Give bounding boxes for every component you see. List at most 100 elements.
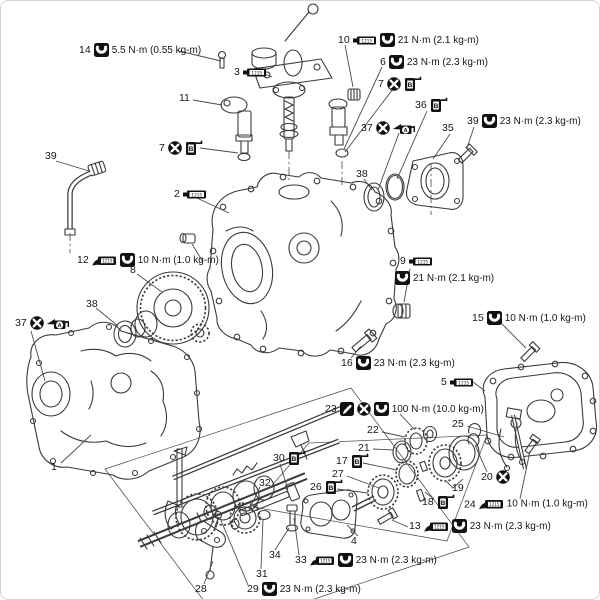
torque-spec: 23 N·m (2.3 kg-m) bbox=[469, 520, 551, 532]
callout-20: 20 bbox=[481, 470, 510, 484]
callout-23: 23 100 N·m (10.0 kg-m) bbox=[325, 402, 484, 416]
gear-oil-icon: A bbox=[46, 317, 69, 330]
do-not-reuse-icon bbox=[168, 141, 182, 155]
svg-text:1215: 1215 bbox=[320, 558, 331, 563]
svg-text:1215: 1215 bbox=[434, 524, 445, 529]
svg-text:B: B bbox=[291, 456, 296, 463]
callout-39: 39 bbox=[45, 150, 57, 162]
case-bolt-holes bbox=[210, 174, 396, 356]
do-not-reuse-icon bbox=[356, 402, 371, 416]
callout-32: 32 bbox=[259, 477, 271, 489]
part-number: 13 bbox=[409, 520, 421, 532]
callout-17: 17 B bbox=[336, 453, 369, 469]
torque-wrench-icon bbox=[373, 402, 389, 416]
do-not-reuse-icon bbox=[387, 77, 401, 91]
sealant-applicator-icon: 1215 bbox=[423, 520, 449, 533]
svg-text:1215: 1215 bbox=[458, 380, 469, 386]
bolt-14 bbox=[219, 52, 226, 69]
callout-35: 35 bbox=[442, 122, 454, 134]
sealant-tube-icon: 1215 bbox=[352, 35, 377, 46]
torque-wrench-icon bbox=[388, 55, 404, 69]
sealant-tube-icon: 1215 bbox=[242, 67, 267, 78]
shift-selector-assembly bbox=[252, 4, 332, 151]
bolt-15 bbox=[519, 342, 540, 363]
torque-wrench-icon bbox=[395, 271, 410, 285]
part-number: 38 bbox=[86, 298, 98, 310]
callout-39: 39 23 N·m (2.3 kg-m) bbox=[467, 114, 581, 128]
sealant-tube-icon: 1215 bbox=[182, 189, 207, 200]
differential-assembly bbox=[131, 272, 209, 344]
part-number: 23 bbox=[325, 403, 337, 415]
callout-8: 8 bbox=[130, 264, 136, 276]
torque-spec: 21 N·m (2.1 kg-m) bbox=[397, 34, 479, 46]
torque-wrench-icon bbox=[93, 43, 109, 57]
plug-9 bbox=[393, 304, 410, 318]
svg-text:A: A bbox=[57, 323, 61, 329]
callout-38: 38 bbox=[356, 168, 368, 180]
bolt-13 bbox=[376, 508, 397, 526]
part-number: 9 bbox=[400, 255, 406, 267]
torque-wrench-icon bbox=[355, 356, 371, 370]
part-number: 21 bbox=[358, 442, 370, 454]
svg-text:B: B bbox=[440, 500, 445, 507]
part-number: 24 bbox=[464, 498, 476, 510]
gear-oil-icon: A bbox=[392, 122, 415, 135]
svg-text:B: B bbox=[354, 459, 359, 466]
part-number: 20 bbox=[481, 471, 493, 483]
callout-19: 19 bbox=[452, 482, 464, 494]
part-number: 19 bbox=[452, 482, 464, 494]
o-ring-31 bbox=[258, 511, 270, 520]
part-number: 25 bbox=[452, 418, 464, 430]
sealant-applicator-icon: 1215 bbox=[309, 554, 335, 567]
part-number: 39 bbox=[467, 115, 479, 127]
torque-wrench-icon bbox=[261, 582, 277, 596]
part-number: 4 bbox=[351, 535, 357, 547]
svg-text:B: B bbox=[433, 103, 438, 110]
callout-31: 31 bbox=[256, 568, 268, 580]
part-number: 37 bbox=[361, 122, 373, 134]
bolt-30 bbox=[237, 482, 300, 521]
switch-assembly bbox=[329, 99, 348, 157]
svg-text:B: B bbox=[188, 146, 193, 153]
side-cover-35 bbox=[406, 153, 463, 210]
part-number: 7 bbox=[159, 142, 165, 154]
torque-spec: 10 N·m (1.0 kg-m) bbox=[137, 254, 219, 266]
gear-shaft-cluster bbox=[139, 405, 349, 549]
part-number: 17 bbox=[336, 455, 348, 467]
part-number: 34 bbox=[269, 549, 281, 561]
torque-spec: 100 N·m (10.0 kg-m) bbox=[391, 403, 484, 415]
torque-spec: 23 N·m (2.3 kg-m) bbox=[355, 554, 437, 566]
gasket-cover-4 bbox=[301, 490, 357, 538]
part-number: 15 bbox=[472, 312, 484, 324]
part-number: 11 bbox=[179, 92, 190, 104]
svg-text:1215: 1215 bbox=[251, 70, 262, 76]
svg-text:B: B bbox=[407, 82, 412, 89]
clutch-housing bbox=[27, 322, 202, 479]
apply-paint-icon bbox=[339, 402, 354, 416]
torque-spec: 23 N·m (2.3 kg-m) bbox=[499, 115, 581, 127]
svg-text:1215: 1215 bbox=[361, 38, 372, 44]
torque-spec: 10 N·m (1.0 kg-m) bbox=[506, 498, 588, 510]
select-thickness-icon: B bbox=[351, 453, 369, 469]
shift-fork-25 bbox=[499, 408, 525, 471]
part-number: 8 bbox=[130, 264, 136, 276]
sealant-tube-icon: 1215 bbox=[449, 377, 474, 388]
sealant-tube-icon: 1215 bbox=[408, 256, 433, 267]
callout-38: 38 bbox=[86, 298, 98, 310]
part-number: 37 bbox=[15, 317, 27, 329]
torque-spec: 23 N·m (2.3 kg-m) bbox=[279, 583, 361, 595]
callout-28: 28 bbox=[195, 583, 207, 595]
torque-spec: 23 N·m (2.3 kg-m) bbox=[406, 56, 488, 68]
